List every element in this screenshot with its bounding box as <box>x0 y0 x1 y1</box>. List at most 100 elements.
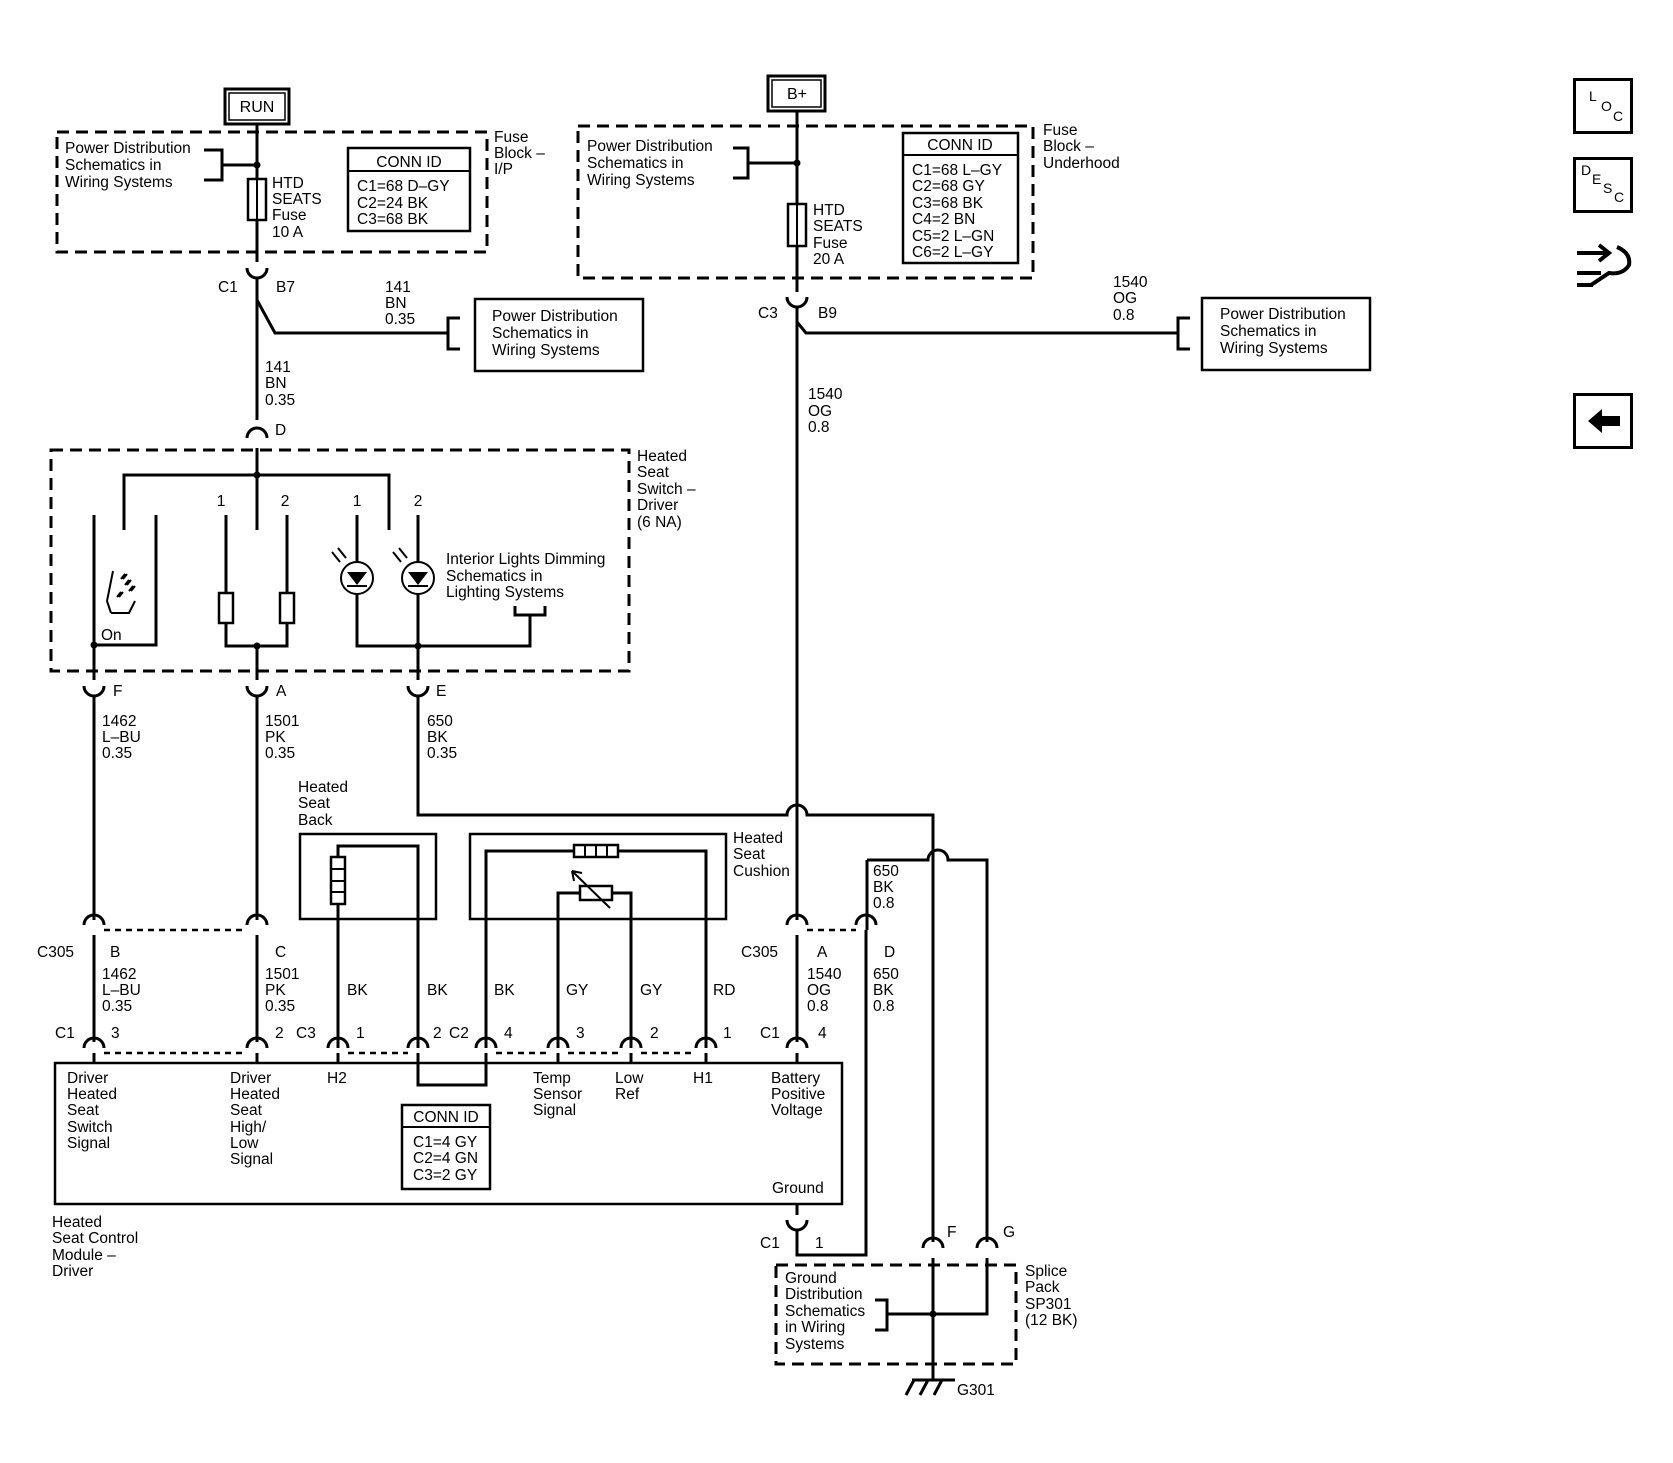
svg-text:Temp Sensor Signal: Temp Sensor Signal <box>533 1070 586 1119</box>
svg-text:1: 1 <box>815 1235 824 1252</box>
ground-g301-label: G301 <box>957 1382 995 1399</box>
svg-text:3: 3 <box>111 1025 120 1042</box>
power-dist-ref-left[interactable] <box>473 297 645 373</box>
svg-text:H1: H1 <box>693 1070 713 1087</box>
svg-text:Heated Seat Cushio: Heated Seat Cushion <box>733 830 790 880</box>
svg-text:2: 2 <box>281 493 290 510</box>
module-conn-id <box>400 1103 492 1191</box>
svg-text:C1=4 GY C2=4 GN C3: C1=4 GY C2=4 GN C3=2 GY <box>413 1134 482 1184</box>
bplus-label: B+ <box>787 86 807 103</box>
svg-text:BK: BK <box>494 982 515 999</box>
indicator-led-1-icon <box>331 547 374 595</box>
svg-text:RD: RD <box>713 982 735 999</box>
svg-text:GY: GY <box>640 982 662 999</box>
svg-text:A: A <box>276 683 287 700</box>
fuse-block-ip-title: Fuse Block – I/P <box>494 129 549 178</box>
module-title: Heated Seat Control Module – Driver <box>52 1214 142 1280</box>
heated-seat-switch-title: Heated Seat Switch – Driver (6 NA) <box>637 448 700 531</box>
chassis-ground-icon <box>904 1378 955 1396</box>
svg-text:1: 1 <box>353 493 362 510</box>
power-dist-ref-right[interactable] <box>1200 296 1372 372</box>
svg-text:1: 1 <box>723 1025 732 1042</box>
wire-1462-label-2: 1462 L–BU 0.35 <box>102 966 145 1015</box>
svg-text:GY: GY <box>566 982 588 999</box>
fuse-block-ip-power-ref: Power Distribution Schematics in Wiring … <box>65 140 195 191</box>
loc-nav-button[interactable]: L O C <box>1573 78 1633 134</box>
svg-text:2: 2 <box>650 1025 659 1042</box>
svg-text:1: 1 <box>217 493 226 510</box>
wire-1540-branch-label: 1540 OG 0.8 <box>1113 274 1152 324</box>
ground-dist-ref[interactable]: Ground Distribution Schematics in Wiring… <box>785 1270 869 1353</box>
fuse-block-ip-conn-id <box>346 146 472 233</box>
svg-text:2: 2 <box>275 1025 284 1042</box>
run-power-source: RUN <box>223 87 291 126</box>
wire-650-label-4: 650 BK 0.8 <box>873 966 903 1015</box>
svg-text:C3: C3 <box>296 1025 316 1042</box>
fuse-block-uh-power-ref: Power Distribution Schematics in Wiring … <box>587 138 717 189</box>
svg-text:C2: C2 <box>449 1025 469 1042</box>
splice-pack: Splice Pack SP301 (12 BK) Ground Distrib… <box>774 1258 1078 1380</box>
heated-seat-back: Heated Seat Back <box>298 779 438 1048</box>
fuse-block-ip: Fuse Block – I/P Power Distribution Sche… <box>55 129 549 254</box>
back-nav-button[interactable] <box>1573 393 1633 449</box>
svg-text:C1: C1 <box>218 279 238 296</box>
svg-text:Ground: Ground <box>772 1180 824 1197</box>
wire-1540-label: 1540 OG 0.8 <box>808 386 847 436</box>
wire-1462-label: 1462 L–BU 0.35 <box>102 713 145 762</box>
interior-lights-ref[interactable]: Interior Lights Dimming Schematics in Li… <box>446 551 610 601</box>
back-arrow-icon <box>1588 409 1620 433</box>
fuse-block-underhood: Fuse Block – Underhood Power Distributio… <box>576 122 1120 280</box>
svg-text:B7: B7 <box>276 279 295 296</box>
svg-text:D: D <box>275 422 286 439</box>
wire-141-branch-label: 141 BN 0.35 <box>385 279 415 328</box>
svg-text:4: 4 <box>504 1025 513 1042</box>
svg-text:Power Distribution Schemat: Power Distribution Schematics in Wiring … <box>1220 306 1350 357</box>
svg-text:Splice Pack SP301: Splice Pack SP301 (12 BK) <box>1025 1263 1078 1329</box>
wire-141-label: 141 BN 0.35 <box>265 359 295 409</box>
svg-text:Driver Heated Seat: Driver Heated Seat Switch Signal <box>67 1070 121 1152</box>
svg-text:G: G <box>1003 1224 1015 1241</box>
svg-text:F: F <box>947 1224 956 1241</box>
desc-nav-button[interactable]: D E S C <box>1573 157 1633 213</box>
svg-text:C305: C305 <box>37 944 74 961</box>
svg-text:B9: B9 <box>818 305 837 322</box>
svg-text:Battery Positive V: Battery Positive Voltage <box>771 1070 830 1119</box>
svg-text:4: 4 <box>818 1025 827 1042</box>
svg-text:Heated Seat Back: Heated Seat Back <box>298 779 352 829</box>
svg-text:B: B <box>110 944 120 961</box>
indicator-led-2-icon <box>392 547 435 595</box>
svg-text:D: D <box>884 944 895 961</box>
heated-seat-icon <box>105 570 136 614</box>
svg-text:CONN ID: CONN ID <box>927 137 992 154</box>
heated-seat-control-module: Driver Heated Seat Switch Signal Driver … <box>53 1061 844 1206</box>
svg-text:C1: C1 <box>760 1025 780 1042</box>
connector-repair-icon[interactable] <box>1573 233 1635 301</box>
heated-seat-cushion: Heated Seat Cushion <box>468 830 790 1048</box>
bplus-power-source: B+ <box>766 74 827 113</box>
svg-text:F: F <box>113 683 122 700</box>
svg-text:C1: C1 <box>760 1235 780 1252</box>
svg-text:C305: C305 <box>741 944 778 961</box>
svg-text:2: 2 <box>433 1025 442 1042</box>
svg-text:Power Distribution Schemat: Power Distribution Schematics in Wiring … <box>492 308 622 359</box>
svg-text:C1: C1 <box>55 1025 75 1042</box>
fuse-block-uh-conn-list: C1=68 L–GY C2=68 GY C3=68 BK C4=2 BN C5=… <box>912 162 1006 261</box>
wire-650-label-3: 650 BK 0.8 <box>873 863 903 912</box>
svg-text:1: 1 <box>356 1025 365 1042</box>
svg-text:CONN ID: CONN ID <box>413 1109 478 1126</box>
svg-text:E: E <box>436 683 446 700</box>
svg-text:Low Ref: Low Ref <box>615 1070 648 1103</box>
fuse-block-underhood-title: Fuse Block – Underhood <box>1043 122 1120 172</box>
svg-text:CONN ID: CONN ID <box>376 154 441 171</box>
run-label: RUN <box>240 99 275 116</box>
svg-text:2: 2 <box>414 493 423 510</box>
heated-seat-switch: Heated Seat Switch – Driver (6 NA) 1 2 1… <box>49 448 700 673</box>
svg-text:Driver Heated Seat: Driver Heated Seat High/ Low Signal <box>230 1070 284 1168</box>
svg-text:C3: C3 <box>758 305 778 322</box>
wire-1540-label-2: 1540 OG 0.8 <box>807 966 846 1015</box>
switch-on-label: On <box>101 627 122 644</box>
svg-text:BK: BK <box>347 982 368 999</box>
wire-1501-label-2: 1501 PK 0.35 <box>265 966 304 1015</box>
fuse-block-uh-conn-id <box>901 131 1020 265</box>
